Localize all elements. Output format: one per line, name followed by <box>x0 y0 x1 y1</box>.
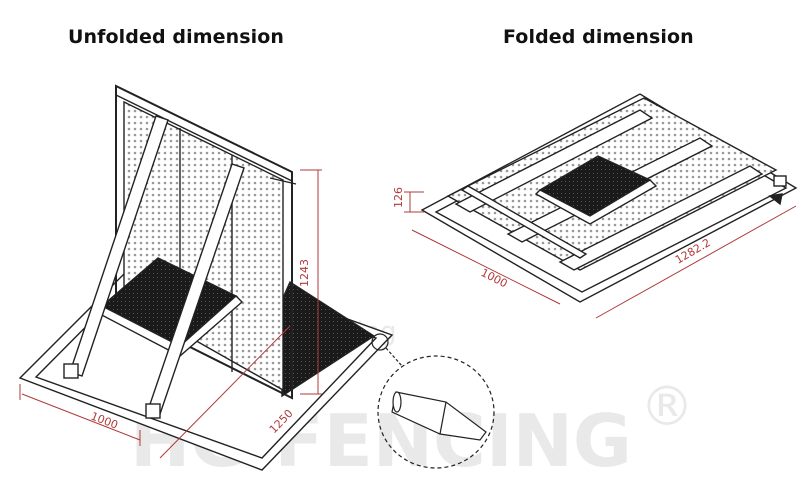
folded-title: Folded dimension <box>503 26 694 48</box>
dim-folded-thickness: 126 <box>392 187 405 208</box>
dim-folded-width: 1000 <box>479 266 510 290</box>
watermark-registered: ® <box>640 375 694 438</box>
hinge-pin-detail <box>371 333 495 469</box>
folded-barrier <box>404 93 798 319</box>
dim-unfolded-height: 1243 <box>298 259 311 287</box>
unfolded-title: Unfolded dimension <box>68 26 285 48</box>
unfolded-barrier <box>18 84 394 471</box>
